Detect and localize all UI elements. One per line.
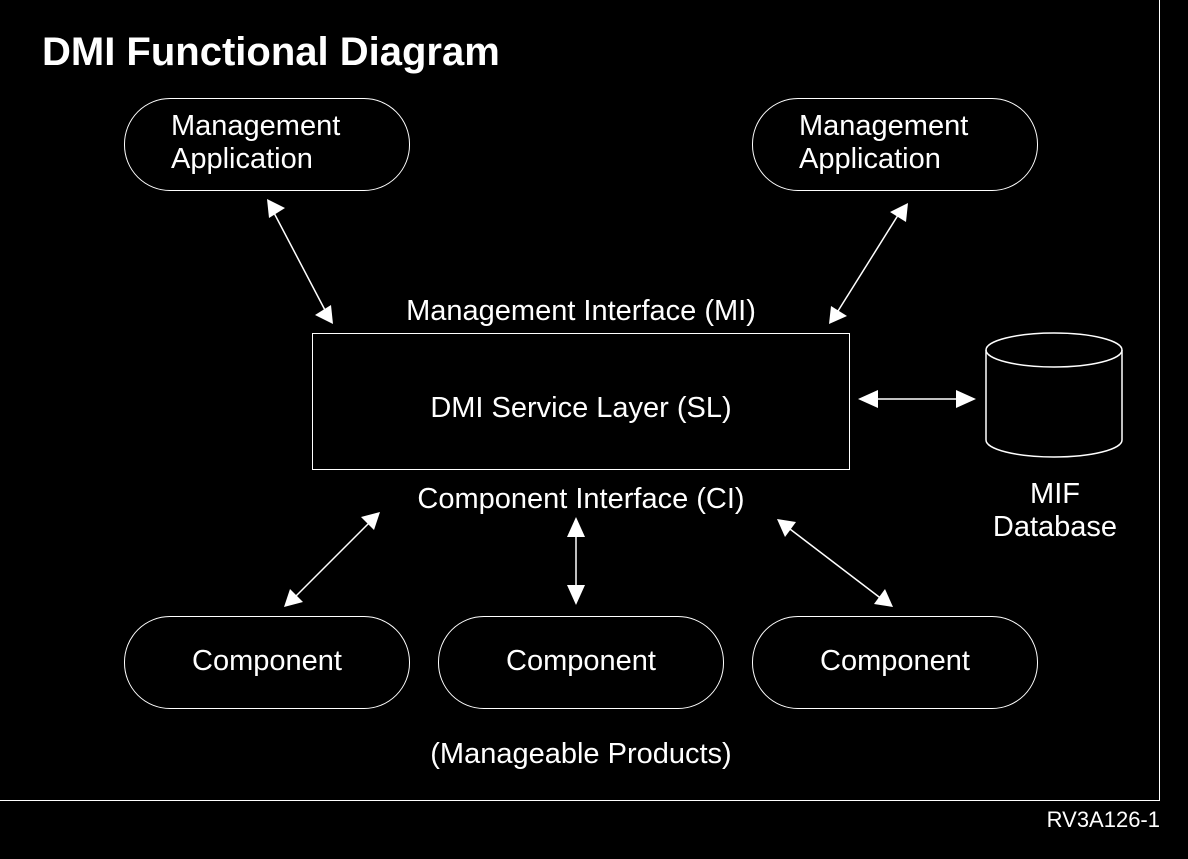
arrowhead — [777, 519, 796, 537]
arrowhead — [315, 305, 333, 324]
database-label-line2: Database — [992, 511, 1118, 543]
component-right — [752, 616, 1038, 709]
management-application-left-line1: Management — [171, 110, 341, 142]
management-application-right-line2: Application — [799, 143, 941, 175]
management-application-right-line1: Management — [799, 110, 969, 142]
component-middle — [438, 616, 724, 709]
arrowhead — [567, 517, 585, 537]
database-cylinder-body — [985, 350, 1123, 458]
component-left — [124, 616, 410, 709]
arrowhead — [956, 390, 976, 408]
arrowhead — [874, 589, 893, 607]
management-application-left — [124, 98, 410, 191]
component-middle-label: Component — [506, 645, 656, 677]
diagram-frame — [0, 0, 1160, 801]
figure-identifier: RV3A126-1 — [1046, 807, 1160, 832]
arrow-ci-to-right-component — [785, 525, 884, 601]
arrowhead — [284, 589, 303, 607]
database-label-line1: MIF — [1030, 478, 1080, 510]
manageable-products-label: (Manageable Products) — [430, 738, 732, 770]
service-layer-label: DMI Service Layer (SL) — [430, 392, 732, 424]
service-layer-box — [312, 333, 850, 470]
component-interface-label: Component Interface (CI) — [417, 483, 745, 515]
arrowhead — [267, 199, 285, 218]
arrow-right-app-to-mi — [837, 211, 901, 312]
component-left-label: Component — [192, 645, 342, 677]
management-application-left-line2: Application — [171, 143, 313, 175]
arrow-ci-to-left-component — [293, 519, 373, 599]
arrowhead — [858, 390, 878, 408]
component-right-label: Component — [820, 645, 970, 677]
database-cylinder-top — [985, 332, 1123, 368]
arrowhead — [361, 512, 380, 530]
arrowhead — [567, 585, 585, 605]
arrow-left-app-to-mi — [272, 210, 327, 313]
management-interface-label: Management Interface (MI) — [406, 295, 756, 327]
management-application-right — [752, 98, 1038, 191]
arrowhead — [829, 306, 847, 324]
arrowhead — [890, 203, 908, 222]
diagram-title: DMI Functional Diagram — [42, 30, 500, 74]
